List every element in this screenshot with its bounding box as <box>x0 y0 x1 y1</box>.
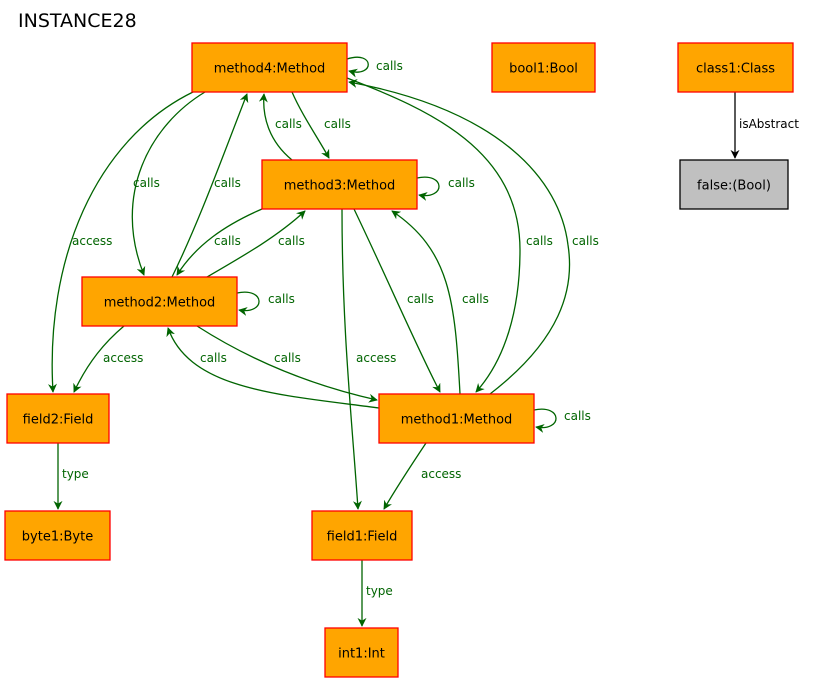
node-class1[interactable]: class1:Class <box>677 42 794 93</box>
edge-m2-f2 <box>73 325 125 393</box>
node-box-bool1 <box>491 42 596 93</box>
node-method1[interactable]: method1:Method <box>378 393 535 444</box>
node-label-method3: method3:Method <box>284 179 396 194</box>
edge-m3-self <box>416 176 440 201</box>
node-label-method2: method2:Method <box>104 296 216 311</box>
edge-m1-f1 <box>383 442 427 510</box>
node-label-int1: int1:Int <box>338 647 385 662</box>
node-label-field1: field1:Field <box>327 530 398 545</box>
edge-m3-m2 <box>176 208 263 276</box>
node-box-false <box>679 159 789 210</box>
edge-label-m4-f2: access <box>72 234 112 248</box>
edges-layer <box>48 56 740 627</box>
edge-label-m4-m3: calls <box>324 117 351 131</box>
node-box-byte1 <box>4 510 111 561</box>
edge-m2-m4 <box>171 93 249 278</box>
edge-m3-m1 <box>353 208 441 393</box>
node-box-method1 <box>378 393 535 444</box>
node-byte1[interactable]: byte1:Byte <box>4 510 111 561</box>
edge-labels-layer: calls calls calls calls calls calls access call… <box>62 59 799 598</box>
edge-m1-self <box>533 408 557 433</box>
edge-label-m3-f1: access <box>356 351 396 365</box>
edge-m2-m1 <box>196 325 378 403</box>
edge-label-class1-false: isAbstract <box>739 117 799 131</box>
edge-label-m4-m2: calls <box>133 176 160 190</box>
edge-label-m2-f2: access <box>103 351 143 365</box>
node-int1[interactable]: int1:Int <box>324 627 399 678</box>
edge-label-m2-m4: calls <box>214 176 241 190</box>
node-false[interactable]: false:(Bool) <box>679 159 789 210</box>
edge-m1-m4 <box>348 79 571 395</box>
edge-label-m1-m3: calls <box>462 292 489 306</box>
edge-m4-self <box>346 56 369 78</box>
edge-label-m2-self: calls <box>268 292 295 306</box>
edge-label-m1-f1: access <box>421 467 461 481</box>
edge-m2-m3 <box>206 210 306 278</box>
node-box-int1 <box>324 627 399 678</box>
node-label-false: false:(Bool) <box>697 179 771 194</box>
edge-m1-m2 <box>166 327 380 409</box>
edge-label-m2-m1: calls <box>274 351 301 365</box>
edge-label-m1-m2: calls <box>200 351 227 365</box>
node-box-class1 <box>677 42 794 93</box>
node-field1[interactable]: field1:Field <box>311 510 413 561</box>
node-box-field2 <box>6 393 110 444</box>
edge-label-m3-m4: calls <box>275 117 302 131</box>
edge-label-f2-byte1: type <box>62 467 89 481</box>
nodes-layer: method4:Method bool1:Bool class1:Class meth… <box>4 42 794 678</box>
node-box-method3 <box>261 159 418 210</box>
node-label-bool1: bool1:Bool <box>509 62 578 77</box>
edge-label-f1-int1: type <box>366 584 393 598</box>
edge-m3-m4 <box>258 93 293 161</box>
node-label-byte1: byte1:Byte <box>22 530 93 545</box>
edge-label-m4-self: calls <box>376 59 403 73</box>
edge-label-m1-m4: calls <box>572 234 599 248</box>
node-box-method4 <box>191 42 348 93</box>
edge-label-m2-m3: calls <box>278 234 305 248</box>
node-label-method1: method1:Method <box>401 413 513 428</box>
node-method2[interactable]: method2:Method <box>81 276 238 327</box>
node-label-field2: field2:Field <box>23 413 94 428</box>
edge-label-m3-m2: calls <box>214 234 241 248</box>
edge-label-m4-m1: calls <box>526 234 553 248</box>
node-label-method4: method4:Method <box>214 62 326 77</box>
node-box-field1 <box>311 510 413 561</box>
node-box-method2 <box>81 276 238 327</box>
edge-m1-m3 <box>391 210 461 395</box>
node-field2[interactable]: field2:Field <box>6 393 110 444</box>
edge-m4-m2 <box>131 91 206 276</box>
edge-label-m1-self: calls <box>564 409 591 423</box>
diagram-title: INSTANCE28 <box>18 10 137 32</box>
node-method3[interactable]: method3:Method <box>261 159 418 210</box>
edge-m4-m1 <box>346 77 521 393</box>
node-label-class1: class1:Class <box>696 62 775 77</box>
edge-m4-m3 <box>291 91 330 159</box>
edge-m3-f1 <box>341 208 362 510</box>
edge-m4-f2 <box>48 91 194 393</box>
edge-label-m3-m1: calls <box>407 292 434 306</box>
edge-m2-self <box>236 291 260 316</box>
node-bool1[interactable]: bool1:Bool <box>491 42 596 93</box>
node-method4[interactable]: method4:Method <box>191 42 348 93</box>
edge-label-m3-self: calls <box>448 176 475 190</box>
